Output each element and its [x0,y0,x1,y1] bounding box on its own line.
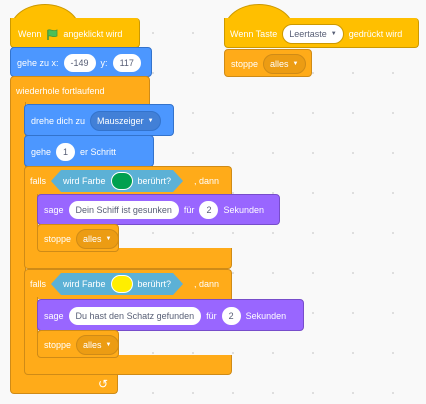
y-label: y: [100,58,108,68]
move-label-after: er Schritt [80,147,117,157]
chevron-down-icon: ▼ [105,236,112,242]
say-secs-input[interactable]: 2 [221,307,241,325]
forever-bottom-bar [10,372,118,394]
if1-left-arm [24,194,38,250]
x-input[interactable]: -149 [63,54,96,72]
touching-label-after: berührt? [137,279,172,289]
stop-all-block-2[interactable]: stoppe alles ▼ [37,330,119,358]
say-text-input[interactable]: Dein Schiff ist gesunken [68,201,179,219]
say-label: sage [44,205,64,215]
say-secs-label: Sekunden [245,311,287,321]
color-swatch-1[interactable] [111,172,133,190]
chevron-down-icon: ▼ [292,61,299,67]
chevron-down-icon: ▼ [105,342,112,348]
steps-input[interactable]: 1 [56,143,76,161]
if2-bottom-bar [24,355,232,375]
stop-label: stoppe [44,340,72,350]
hat-label: Wenn [18,29,42,39]
when-flag-clicked-block[interactable]: Wenn angeklickt wird [10,4,140,48]
when-key-pressed-block[interactable]: Wenn Taste Leertaste ▼ gedrückt wird [224,4,419,48]
if2-label: falls [30,279,47,289]
touching-label-after: berührt? [137,176,172,186]
key-value: Leertaste [289,29,327,39]
stop-option-dropdown[interactable]: alles ▼ [76,229,119,249]
stop-option-value: alles [83,234,102,244]
if-block-2[interactable]: falls wird Farbe berührt? , dann [24,269,232,375]
say-secs-label: Sekunden [223,205,264,215]
hat-label: Wenn Taste [230,29,278,39]
loop-arrow-icon: ↺ [98,377,109,391]
forever-label: wiederhole fortlaufend [16,86,105,96]
point-target-value: Mauszeiger [97,116,144,126]
forever-top-bar [10,76,150,104]
goto-xy-block[interactable]: gehe zu x: -149 y: 117 [10,47,152,77]
stop-label: stoppe [44,234,72,244]
stop-all-block-1[interactable]: stoppe alles ▼ [37,224,119,252]
stop-option-dropdown[interactable]: alles ▼ [263,54,306,74]
say-text-input[interactable]: Du hast den Schatz gefunden [68,307,202,325]
touching-color-block-2[interactable]: wird Farbe berührt? [51,273,183,295]
color-swatch-2[interactable] [111,275,133,293]
chevron-down-icon: ▼ [147,118,154,124]
key-dropdown[interactable]: Leertaste ▼ [282,24,344,44]
hat-label-after: angeklickt wird [63,29,123,39]
point-towards-block[interactable]: drehe dich zu Mauszeiger ▼ [24,104,174,136]
hat-body [10,18,140,48]
stop-option-value: alles [270,59,289,69]
stop-option-dropdown[interactable]: alles ▼ [76,335,119,355]
if1-label: falls [30,176,47,186]
if1-bottom-bar [24,248,232,269]
chevron-down-icon: ▼ [330,31,337,37]
stop-label: stoppe [231,59,259,69]
if2-left-arm [24,297,38,357]
point-target-dropdown[interactable]: Mauszeiger ▼ [90,111,161,131]
touching-label: wird Farbe [63,176,106,186]
say-label: sage [44,311,64,321]
if-block-1[interactable]: falls wird Farbe berührt? , dann [24,166,232,269]
touching-color-block-1[interactable]: wird Farbe berührt? [51,170,183,192]
say-for-label: für [183,205,195,215]
move-label: gehe [31,147,52,157]
y-input[interactable]: 117 [112,54,141,72]
move-steps-block[interactable]: gehe 1 er Schritt [24,135,154,167]
hat-label-after: gedrückt wird [348,29,403,39]
say-for-secs-block-2[interactable]: sage Du hast den Schatz gefunden für 2 S… [37,299,304,331]
goto-label: gehe zu x: [17,58,59,68]
touching-label: wird Farbe [63,279,106,289]
say-for-secs-block-1[interactable]: sage Dein Schiff ist gesunken für 2 Seku… [37,194,280,225]
point-label: drehe dich zu [31,116,86,126]
stop-all-block-3[interactable]: stoppe alles ▼ [224,49,312,77]
if2-then-label: , dann [194,279,220,289]
forever-block[interactable]: wiederhole fortlaufend ↺ [10,76,150,398]
stop-option-value: alles [83,340,102,350]
say-secs-input[interactable]: 2 [199,201,219,219]
say-for-label: für [206,311,217,321]
green-flag-icon[interactable] [46,28,58,40]
if1-then-label: , dann [194,176,220,186]
